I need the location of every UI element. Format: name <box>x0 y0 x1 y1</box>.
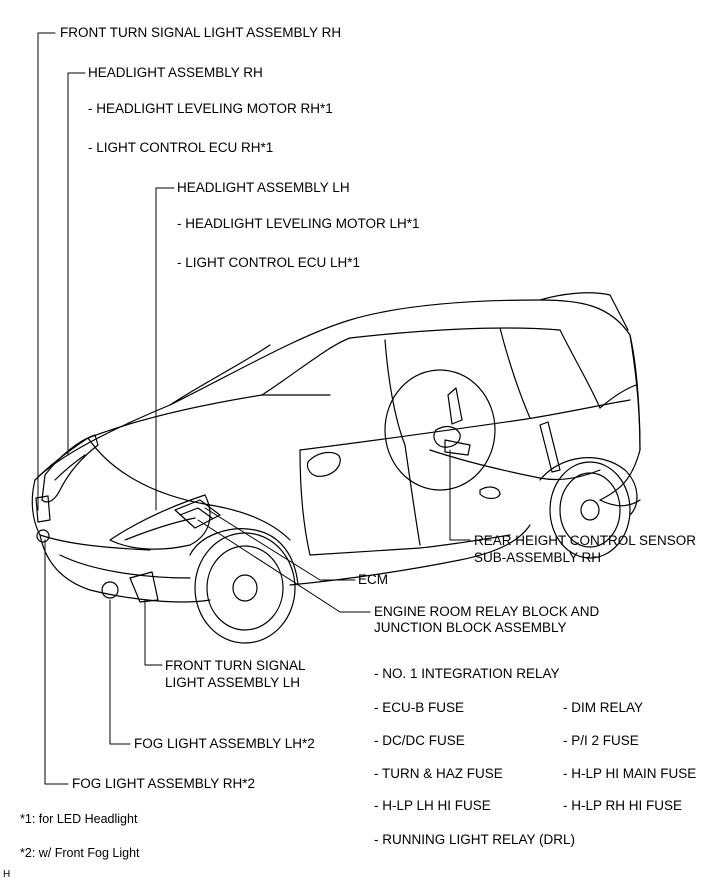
relay-item-pi2-fuse: - P/I 2 FUSE <box>563 733 639 748</box>
relay-item-ecu-b-fuse: - ECU-B FUSE <box>374 700 465 715</box>
label-leveling-motor-rh: - HEADLIGHT LEVELING MOTOR RH*1 <box>88 101 333 116</box>
relay-item-hlp-rh-hi-fuse: - H-LP RH HI FUSE <box>563 798 683 813</box>
label-headlight-assembly-rh: HEADLIGHT ASSEMBLY RH <box>88 65 263 80</box>
relay-item-dcdc-fuse: - DC/DC FUSE <box>374 733 465 748</box>
label-headlight-assembly-lh: HEADLIGHT ASSEMBLY LH <box>177 180 350 195</box>
corner-mark: H <box>3 869 11 880</box>
label-light-control-ecu-lh: - LIGHT CONTROL ECU LH*1 <box>177 255 361 270</box>
label-front-turn-signal-lh-line2: LIGHT ASSEMBLY LH <box>165 675 301 690</box>
label-front-turn-signal-rh: FRONT TURN SIGNAL LIGHT ASSEMBLY RH <box>60 25 342 40</box>
label-rear-height-sensor-line2: SUB-ASSEMBLY RH <box>474 550 602 565</box>
relay-item-hlp-lh-hi-fuse: - H-LP LH HI FUSE <box>374 798 491 813</box>
footnote-1: *1: for LED Headlight <box>20 812 138 826</box>
car-body <box>31 292 641 603</box>
front-turn-rh-shape <box>35 495 51 523</box>
fog-rh-shape <box>36 529 50 543</box>
label-front-turn-signal-lh: FRONT TURN SIGNAL <box>165 658 306 673</box>
relay-item-running-light-relay: - RUNNING LIGHT RELAY (DRL) <box>374 832 576 847</box>
leader-lines <box>37 32 471 785</box>
label-leveling-motor-lh: - HEADLIGHT LEVELING MOTOR LH*1 <box>177 216 420 231</box>
relay-block-shape <box>174 499 221 529</box>
relay-item-hlp-hi-main-fuse: - H-LP HI MAIN FUSE <box>563 766 697 781</box>
front-wheel <box>194 532 296 644</box>
relay-item-integration-relay: - NO. 1 INTEGRATION RELAY <box>374 666 560 681</box>
label-ecm: ECM <box>358 572 388 587</box>
label-engine-room-relay-block: ENGINE ROOM RELAY BLOCK AND <box>374 604 600 619</box>
fog-lh-shape <box>101 581 119 599</box>
label-fog-light-lh: FOG LIGHT ASSEMBLY LH*2 <box>134 736 315 751</box>
label-fog-light-rh: FOG LIGHT ASSEMBLY RH*2 <box>72 776 256 791</box>
headlight-rh-shape <box>41 434 99 503</box>
relay-item-dim-relay: - DIM RELAY <box>563 700 644 715</box>
label-light-control-ecu-rh: - LIGHT CONTROL ECU RH*1 <box>88 140 274 155</box>
rear-suspension <box>384 369 601 500</box>
headlight-lh-shape <box>109 494 211 550</box>
front-turn-lh-shape <box>129 571 159 603</box>
label-engine-room-relay-block-line2: JUNCTION BLOCK ASSEMBLY <box>374 620 567 635</box>
footnote-2: *2: w/ Front Fog Light <box>20 846 140 860</box>
relay-item-turn-haz-fuse: - TURN & HAZ FUSE <box>374 766 503 781</box>
label-rear-height-sensor: REAR HEIGHT CONTROL SENSOR <box>474 533 697 548</box>
